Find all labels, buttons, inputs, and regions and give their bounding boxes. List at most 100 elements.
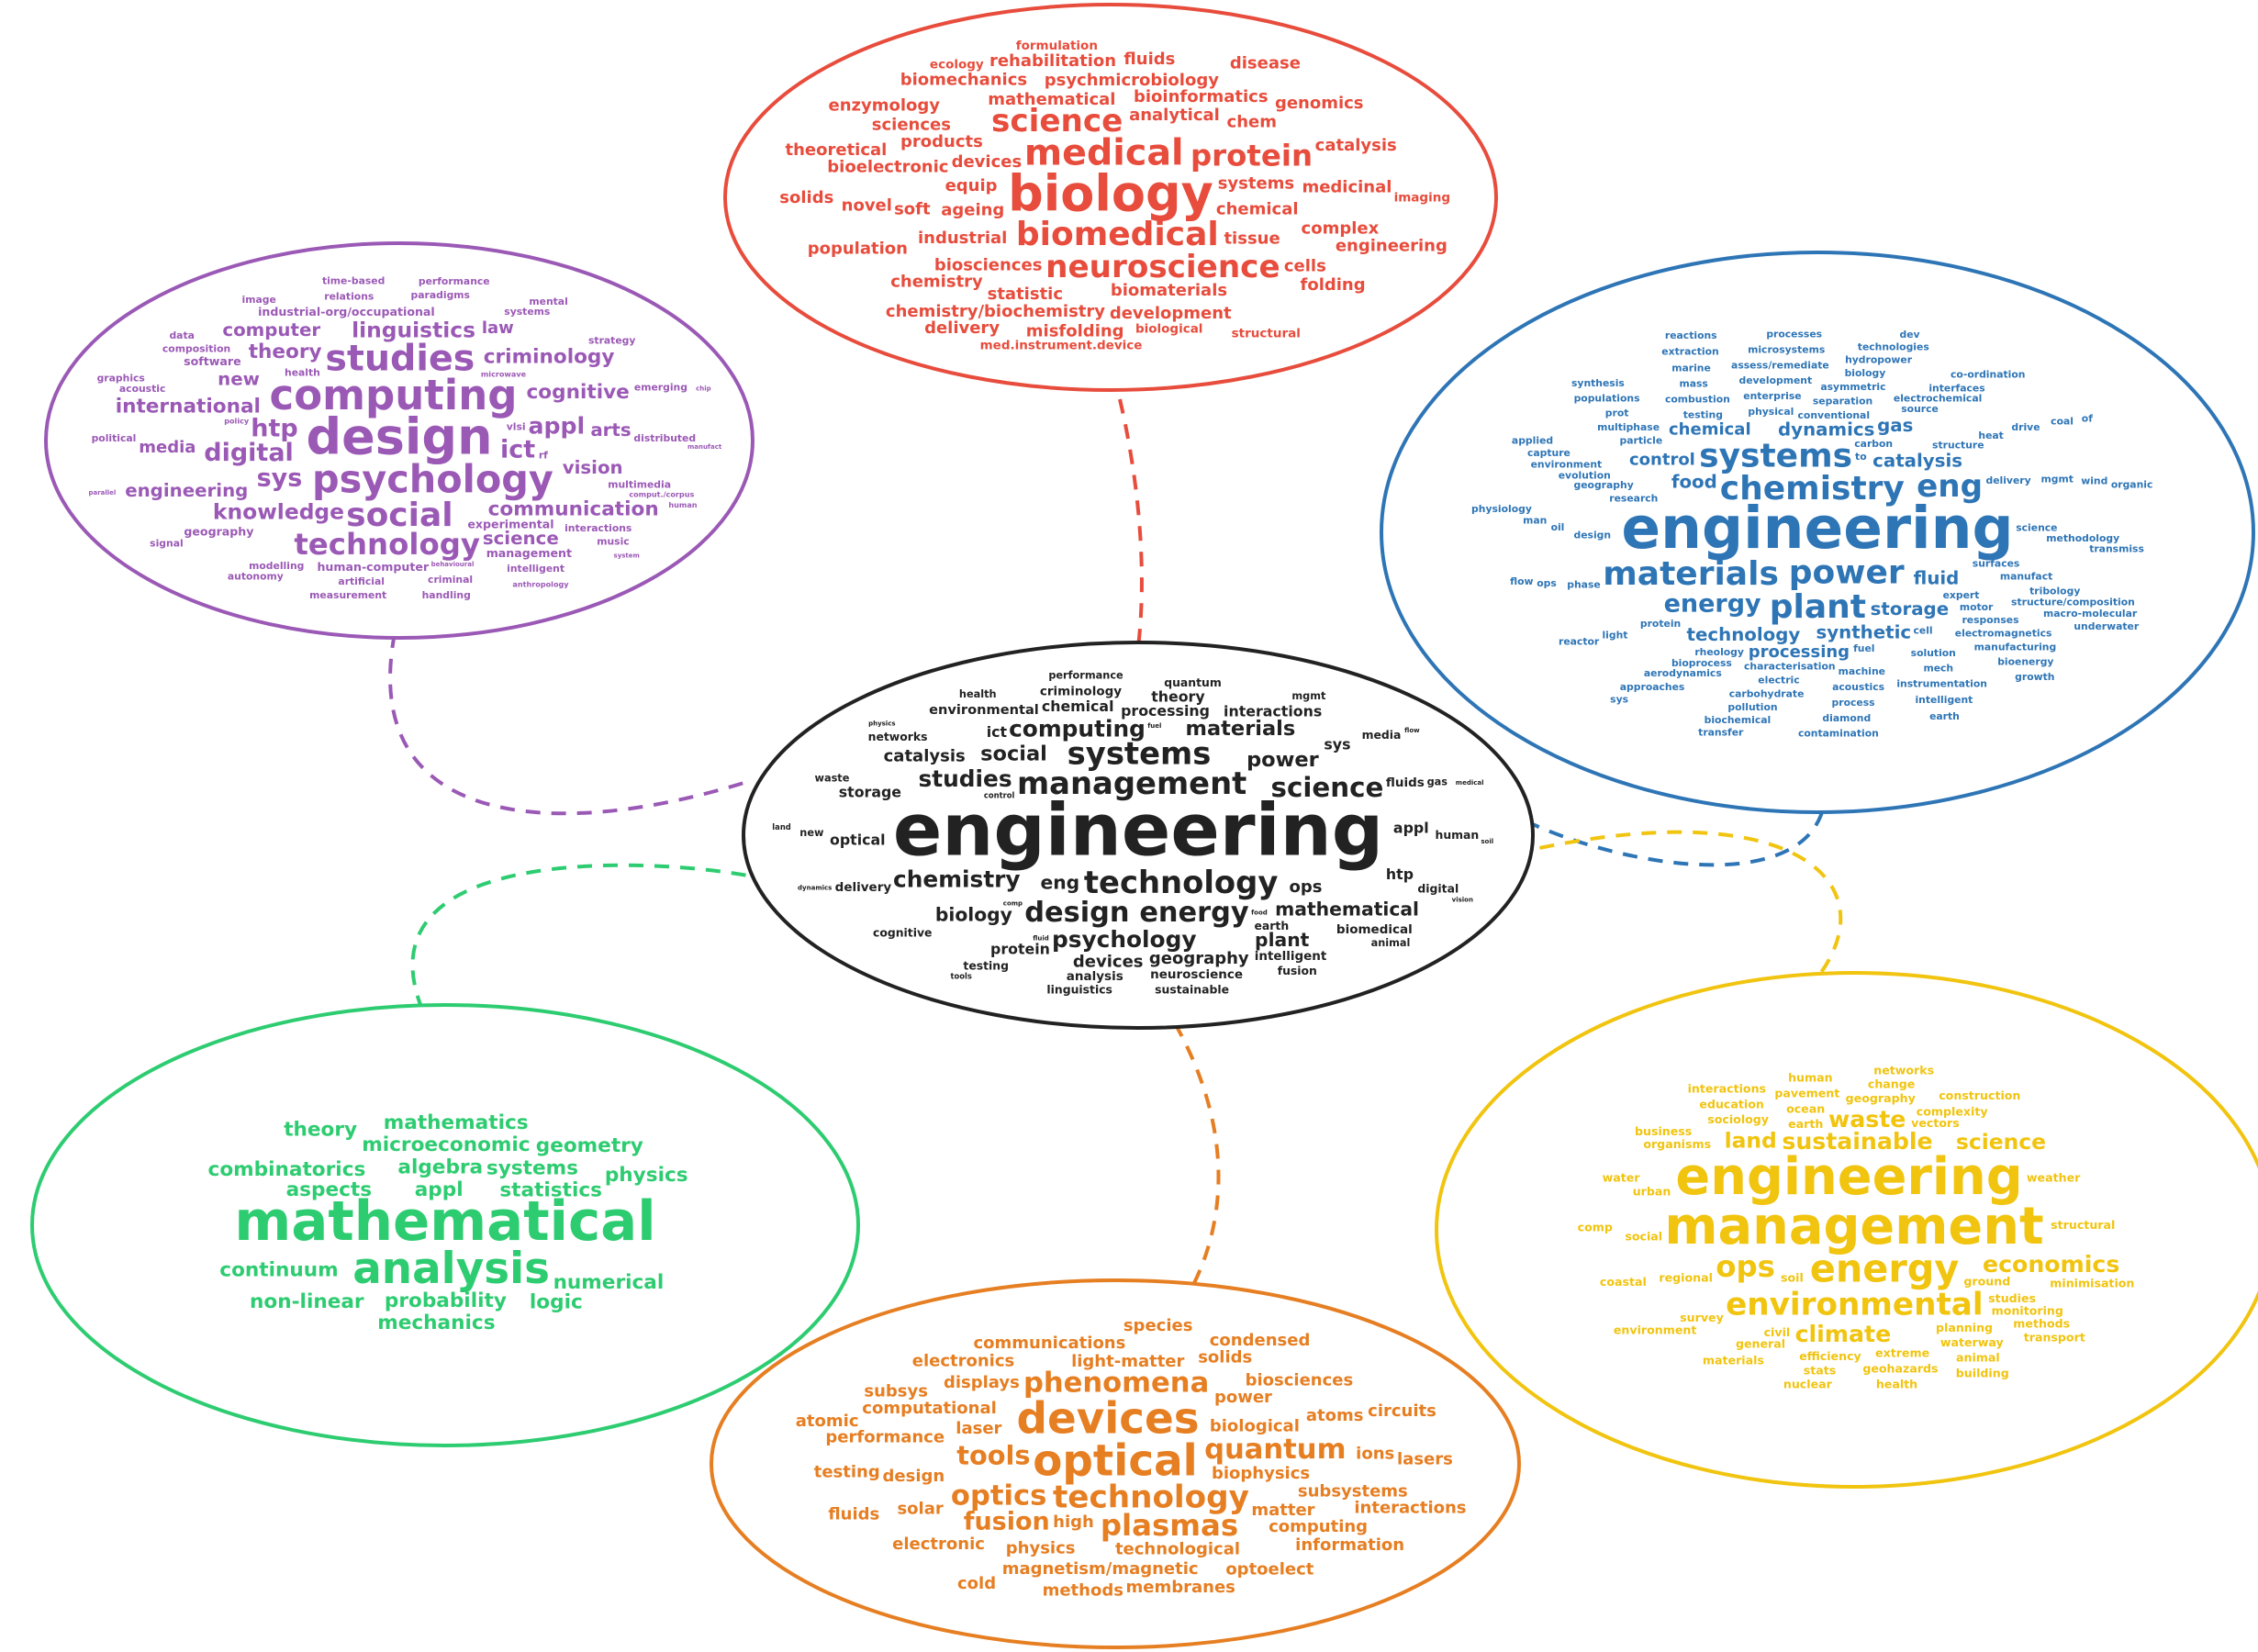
- word-chemistry-energy-food: food: [1671, 471, 1717, 492]
- word-biology-medical-med-instrument-device: med.instrument.device: [980, 339, 1143, 353]
- word-biology-medical-soft: soft: [894, 199, 931, 218]
- word-central-ops: ops: [1289, 877, 1322, 897]
- word-central-land: land: [772, 822, 790, 832]
- word-chemistry-energy-machine: machine: [1839, 665, 1885, 677]
- word-biology-medical-medical: medical: [1024, 131, 1184, 173]
- word-psychology-social-htp: htp: [251, 414, 297, 442]
- word-management-environment-geohazards: geohazards: [1862, 1362, 1938, 1376]
- word-central-eng: eng: [1040, 872, 1079, 894]
- word-chemistry-energy-electric: electric: [1758, 675, 1799, 686]
- word-management-environment-vectors: vectors: [1911, 1116, 1960, 1130]
- word-psychology-social-new: new: [218, 369, 260, 390]
- word-biology-medical-biomechanics: biomechanics: [900, 70, 1027, 89]
- word-psychology-social-studies: studies: [325, 338, 475, 380]
- word-chemistry-energy-hydropower: hydropower: [1845, 354, 1913, 366]
- word-chemistry-energy-materials: materials: [1603, 555, 1779, 593]
- word-management-environment-construction: construction: [1939, 1088, 2020, 1102]
- word-biology-medical-ageing: ageing: [941, 200, 1004, 219]
- word-biology-medical-genomics: genomics: [1275, 94, 1364, 113]
- word-central-fluids: fluids: [1386, 776, 1425, 790]
- word-psychology-social-knowledge: knowledge: [213, 499, 344, 525]
- word-biology-medical-delivery: delivery: [924, 318, 1000, 338]
- word-psychology-social-law: law: [482, 318, 514, 338]
- word-biology-medical-engineering: engineering: [1336, 236, 1448, 255]
- word-psychology-social-paradigms: paradigms: [411, 289, 470, 301]
- word-biology-medical-solids: solids: [779, 188, 833, 207]
- word-biology-medical-ecology: ecology: [930, 58, 984, 73]
- word-optical-devices-optoelect: optoelect: [1225, 1560, 1313, 1579]
- word-central-psychology: psychology: [1052, 926, 1197, 953]
- word-biology-medical-imaging: imaging: [1394, 191, 1450, 206]
- word-central-physics: physics: [868, 720, 895, 727]
- word-biology-medical-bioelectronic: bioelectronic: [827, 158, 948, 177]
- word-mathematical-probability: probability: [385, 1289, 507, 1312]
- word-chemistry-energy-aerodynamics: aerodynamics: [1644, 667, 1722, 679]
- word-central-biomedical: biomedical: [1336, 922, 1413, 937]
- word-biology-medical-industrial: industrial: [918, 229, 1007, 248]
- word-psychology-social-comput-corpus: comput./corpus: [629, 489, 694, 498]
- word-central-geography: geography: [1149, 949, 1249, 968]
- connector-central-to-biology: [1118, 398, 1144, 648]
- word-optical-devices-devices: devices: [1016, 1394, 1199, 1444]
- word-central-tools: tools: [950, 971, 971, 980]
- word-psychology-social-social: social: [346, 497, 453, 534]
- word-management-environment-waterway: waterway: [1940, 1335, 2004, 1349]
- word-management-environment-engineering: engineering: [1675, 1147, 2022, 1207]
- word-mathematical-appl: appl: [415, 1178, 464, 1201]
- word-central-analysis: analysis: [1067, 969, 1123, 984]
- word-management-environment-water: water: [1603, 1170, 1641, 1184]
- word-psychology-social-industrial-org-occupational: industrial-org/occupational: [258, 305, 435, 318]
- word-chemistry-energy-synthetic: synthetic: [1816, 622, 1911, 643]
- word-biology-medical-development: development: [1110, 304, 1232, 323]
- word-management-environment-urban: urban: [1633, 1184, 1671, 1198]
- word-mathematical-theory: theory: [284, 1118, 357, 1141]
- word-biology-medical-population: population: [808, 239, 908, 258]
- word-chemistry-energy-solution: solution: [1911, 647, 1956, 659]
- word-central-performance: performance: [1048, 670, 1123, 682]
- word-central-biology: biology: [935, 904, 1012, 926]
- word-chemistry-energy-catalysis: catalysis: [1872, 451, 1962, 472]
- word-psychology-social-distributed: distributed: [633, 432, 696, 444]
- word-chemistry-energy-carbohydrate: carbohydrate: [1729, 687, 1805, 699]
- word-psychology-social-microwave: microwave: [481, 370, 527, 379]
- word-chemistry-energy-underwater: underwater: [2074, 620, 2139, 632]
- word-chemistry-energy-structure: structure: [1932, 440, 1984, 452]
- word-psychology-social-vlsi: vlsi: [507, 421, 526, 433]
- word-psychology-social-modelling: modelling: [249, 560, 304, 572]
- word-chemistry-energy-multiphase: multiphase: [1597, 421, 1660, 433]
- word-cloud-ellipses: engineeringmanagementtechnologysystemsen…: [30, 3, 2258, 1649]
- word-chemistry-energy-synthesis: synthesis: [1571, 377, 1625, 389]
- word-chemistry-energy-testing: testing: [1683, 408, 1723, 420]
- word-chemistry-energy-intelligent: intelligent: [1915, 694, 1973, 706]
- word-optical-devices-ions: ions: [1356, 1445, 1394, 1464]
- word-biology-medical-statistic: statistic: [988, 285, 1063, 304]
- word-chemistry-energy-evolution: evolution: [1559, 469, 1611, 481]
- word-psychology-social-emerging: emerging: [634, 381, 687, 393]
- word-central-processing: processing: [1121, 702, 1210, 720]
- word-chemistry-energy-electromagnetics: electromagnetics: [1955, 627, 2052, 639]
- word-optical-devices-lasers: lasers: [1397, 1449, 1453, 1468]
- word-psychology-social-measurement: measurement: [309, 589, 386, 601]
- word-optical-devices-quantum: quantum: [1204, 1434, 1346, 1466]
- cloud-chemistry-energy: engineeringchemistrypowerplantsystemsmat…: [1380, 251, 2255, 814]
- word-management-environment-stats: stats: [1804, 1363, 1837, 1377]
- word-biology-medical-chem: chem: [1227, 112, 1277, 131]
- word-chemistry-energy-transmiss: transmiss: [2089, 542, 2144, 554]
- word-central-power: power: [1246, 748, 1320, 772]
- word-chemistry-energy-fuel: fuel: [1853, 642, 1874, 654]
- word-biology-medical-chemical: chemical: [1216, 200, 1299, 219]
- word-central-digital: digital: [1417, 881, 1459, 895]
- word-psychology-social-arts: arts: [590, 419, 631, 441]
- word-management-environment-science: science: [1956, 1129, 2046, 1155]
- word-central-food: food: [1251, 909, 1268, 916]
- word-chemistry-energy-particle: particle: [1620, 435, 1663, 447]
- connector-central-to-optical: [1173, 1022, 1221, 1286]
- word-management-environment-interactions: interactions: [1688, 1082, 1766, 1096]
- word-chemistry-energy-interfaces: interfaces: [1928, 382, 1984, 394]
- word-central-htp: htp: [1386, 865, 1414, 883]
- word-optical-devices-light-matter: light-matter: [1071, 1352, 1184, 1371]
- word-management-environment-networks: networks: [1873, 1064, 1934, 1077]
- word-psychology-social-design: design: [306, 408, 492, 466]
- word-chemistry-energy-power: power: [1789, 554, 1905, 592]
- word-chemistry-energy-separation: separation: [1813, 396, 1872, 407]
